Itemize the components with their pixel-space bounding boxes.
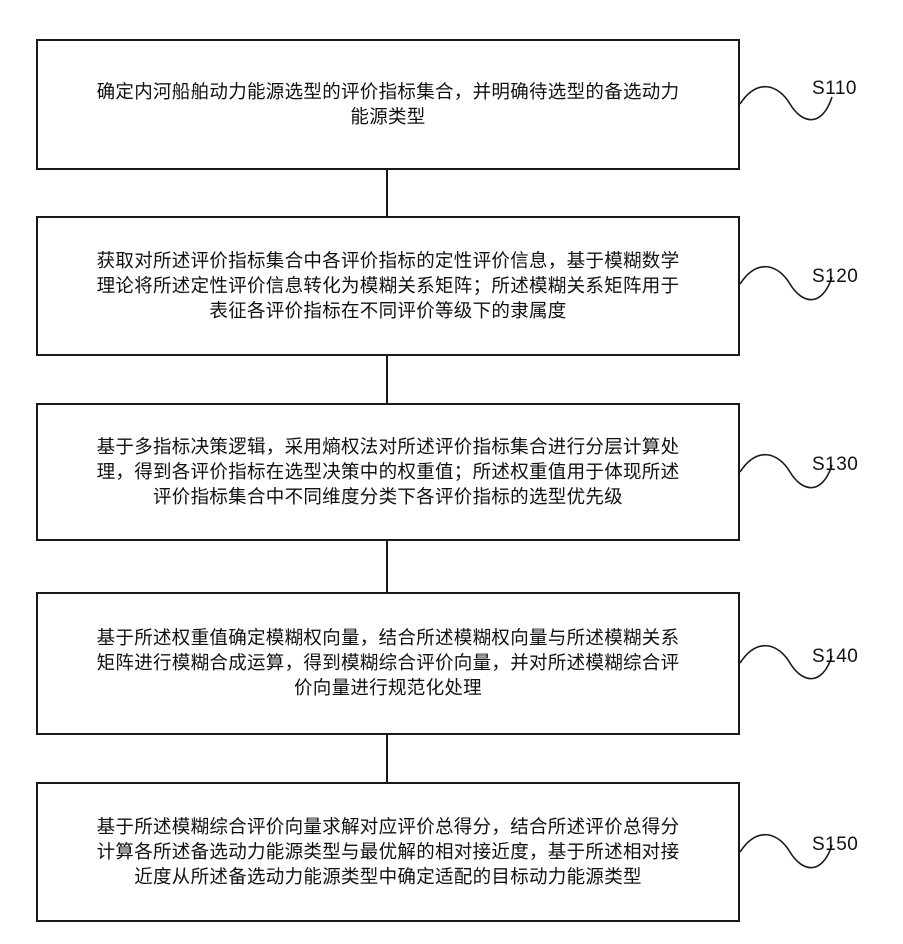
step-label-s150: S150	[812, 834, 858, 856]
step-label-s120: S120	[812, 266, 858, 288]
step-label-s140: S140	[812, 646, 858, 668]
step-label-s110: S110	[812, 78, 857, 100]
step-label-s130: S130	[812, 454, 858, 476]
